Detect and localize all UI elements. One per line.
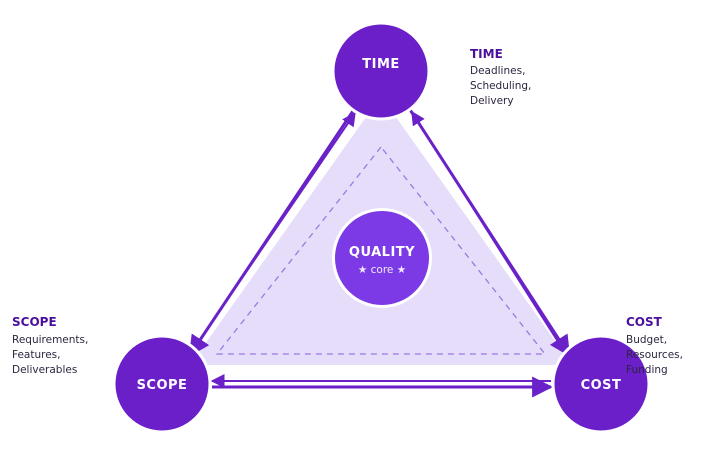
side-label-scope: SCOPE Requirements, Features, Deliverabl… [12, 315, 88, 376]
side-label-scope-line: Deliverables [12, 364, 77, 376]
side-label-time-line: Scheduling, [470, 80, 531, 92]
node-cost-label: COST [581, 378, 622, 393]
side-label-scope-line: Features, [12, 349, 61, 361]
inner-dashed-triangle [215, 145, 547, 355]
quality-core-title: QUALITY [349, 245, 415, 260]
node-scope-label: SCOPE [137, 378, 188, 393]
side-label-scope-title: SCOPE [12, 315, 57, 329]
side-label-time-line: Delivery [470, 95, 514, 107]
quality-core: QUALITY ★ core ★ [332, 208, 432, 308]
side-label-cost-line: Budget, [626, 334, 667, 346]
node-time-label: TIME [362, 57, 400, 72]
side-label-time-title: TIME [470, 47, 503, 61]
node-cost: COST [551, 334, 651, 434]
side-label-cost-line: Resources, [626, 349, 683, 361]
edge-scope-time [193, 111, 356, 349]
side-label-cost-line: Funding [626, 364, 668, 376]
node-scope: SCOPE [112, 334, 212, 434]
side-label-cost: COST Budget, Resources, Funding [626, 315, 683, 376]
side-label-cost-title: COST [626, 315, 663, 329]
node-time: TIME [331, 21, 431, 121]
side-label-time-line: Deadlines, [470, 65, 525, 77]
side-label-scope-line: Requirements, [12, 334, 88, 346]
side-label-time: TIME Deadlines, Scheduling, Delivery [470, 47, 531, 107]
edge-cost-time [411, 110, 563, 349]
quality-core-subtitle: ★ core ★ [358, 264, 406, 276]
